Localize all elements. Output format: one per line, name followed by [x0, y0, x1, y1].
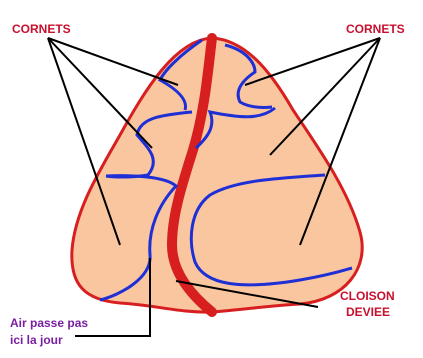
cloison-label-line1: CLOISON	[340, 289, 395, 303]
cloison-label-line2: DEVIEE	[346, 305, 390, 319]
air-label-line2: ici la jour	[10, 333, 63, 347]
cornets-label-right: CORNETS	[346, 22, 405, 36]
air-label-line1: Air passe pas	[10, 316, 88, 330]
cornets-label-left: CORNETS	[12, 22, 71, 36]
